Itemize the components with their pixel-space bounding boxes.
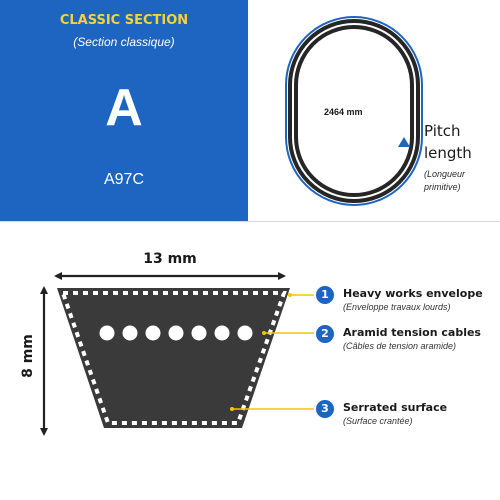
section-subtitle: (Section classique) xyxy=(73,35,175,49)
callout-serrated-surface: 3 Serrated surface (Surface crantée) xyxy=(316,400,496,436)
callout-heavy-works-envelope: 1 Heavy works envelope (Enveloppe travau… xyxy=(316,286,496,322)
callout-title: Serrated surface xyxy=(343,401,448,414)
belt-outer-edge xyxy=(288,19,420,203)
callout-number: 1 xyxy=(316,286,334,304)
cable-dot xyxy=(237,325,253,341)
height-label: 8 mm xyxy=(20,334,36,378)
callout-subtitle: (Câbles de tension aramide) xyxy=(343,341,457,351)
belt-section-body xyxy=(57,288,290,428)
pitch-length-label: Pitch length xyxy=(424,120,472,164)
pitch-label-line-1: Pitch xyxy=(424,122,461,140)
aramid-cables xyxy=(99,325,253,341)
callout-title: Heavy works envelope xyxy=(343,287,483,300)
section-divider xyxy=(0,221,500,222)
callout-number: 2 xyxy=(316,325,334,343)
cable-dot xyxy=(191,325,207,341)
pitch-label-line-2: length xyxy=(424,144,472,162)
cable-dot xyxy=(122,325,138,341)
leader-dot-1 xyxy=(288,293,292,297)
serrated-envelope xyxy=(60,291,287,425)
cable-dot xyxy=(99,325,115,341)
section-info-panel: CLASSIC SECTION (Section classique) A A9… xyxy=(0,0,248,221)
callout-aramid-tension-cables: 2 Aramid tension cables (Câbles de tensi… xyxy=(316,325,496,361)
callout-title: Aramid tension cables xyxy=(343,326,481,339)
model-code: A97C xyxy=(103,171,145,188)
pitch-line xyxy=(285,16,423,206)
callout-subtitle: (Surface crantée) xyxy=(343,416,413,426)
callout-number: 3 xyxy=(316,400,334,418)
top-section: CLASSIC SECTION (Section classique) A A9… xyxy=(0,0,500,221)
belt-cross-section-diagram xyxy=(40,272,314,436)
width-label: 13 mm xyxy=(143,251,197,267)
v-belt-loop-icon xyxy=(285,16,423,206)
cable-dot xyxy=(168,325,184,341)
callout-subtitle: (Enveloppe travaux lourds) xyxy=(343,302,451,312)
section-letter: A xyxy=(105,79,143,137)
belt-inner-edge xyxy=(294,25,414,197)
cable-dot xyxy=(145,325,161,341)
leader-dot-3 xyxy=(230,407,234,411)
arrow-icon xyxy=(398,137,410,147)
section-title: CLASSIC SECTION xyxy=(59,13,189,28)
leader-dot-2 xyxy=(262,331,266,335)
pitch-sublabel-line-1: (Longueur xyxy=(424,169,466,179)
cable-dot xyxy=(214,325,230,341)
pitch-length-sublabel: (Longueur primitive) xyxy=(424,168,496,194)
belt-length-label: 2464 mm xyxy=(324,107,363,117)
pitch-sublabel-line-2: primitive) xyxy=(424,182,461,192)
